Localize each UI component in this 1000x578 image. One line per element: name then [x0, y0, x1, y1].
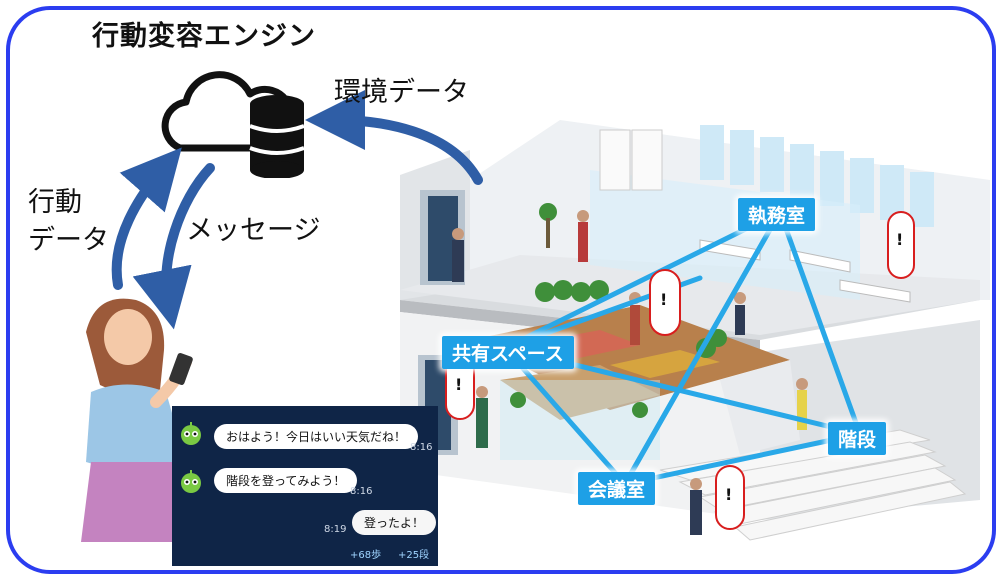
- env-data-label: 環境データ: [334, 77, 469, 108]
- stairs-count-badge: +25段: [398, 550, 430, 561]
- alert-icon: [715, 465, 745, 530]
- chat-screen: おはよう！今日はいい天気だね！ 8:16 階段を登ってみよう！ 8:16 8:1…: [172, 406, 438, 566]
- chat-reply: 登ったよ！: [352, 510, 437, 535]
- message-label: メッセージ: [186, 215, 321, 246]
- node-executive-room: 執務室: [738, 198, 816, 231]
- cloud-database-icon: [161, 71, 305, 178]
- chat-message-2: 階段を登ってみよう！: [214, 468, 358, 493]
- chat-message-2-time: 8:16: [350, 486, 373, 497]
- alert-icon: [649, 269, 681, 336]
- svg-text:!: !: [725, 485, 732, 504]
- woman-with-smartphone-illustration: [81, 298, 196, 542]
- page-title: 行動変容エンジン: [92, 21, 316, 52]
- robot-avatar-icon: [181, 470, 201, 493]
- alert-icon: [887, 211, 915, 279]
- steps-badge: +68歩: [350, 550, 382, 561]
- chat-reply-time: 8:19: [324, 524, 347, 535]
- svg-text:!: !: [455, 375, 462, 394]
- node-shared-space: 共有スペース: [442, 336, 574, 369]
- robot-avatar-icon: [181, 422, 201, 445]
- chat-message-1-time: 8:16: [410, 442, 433, 453]
- svg-text:!: !: [660, 290, 667, 309]
- node-meeting-room: 会議室: [578, 472, 656, 505]
- svg-text:!: !: [896, 230, 903, 249]
- chat-message-1: おはよう！今日はいい天気だね！: [214, 424, 419, 449]
- node-stairs: 階段: [828, 422, 887, 455]
- behavior-data-label-line2: データ: [28, 225, 109, 256]
- behavior-data-label-line1: 行動: [28, 187, 82, 218]
